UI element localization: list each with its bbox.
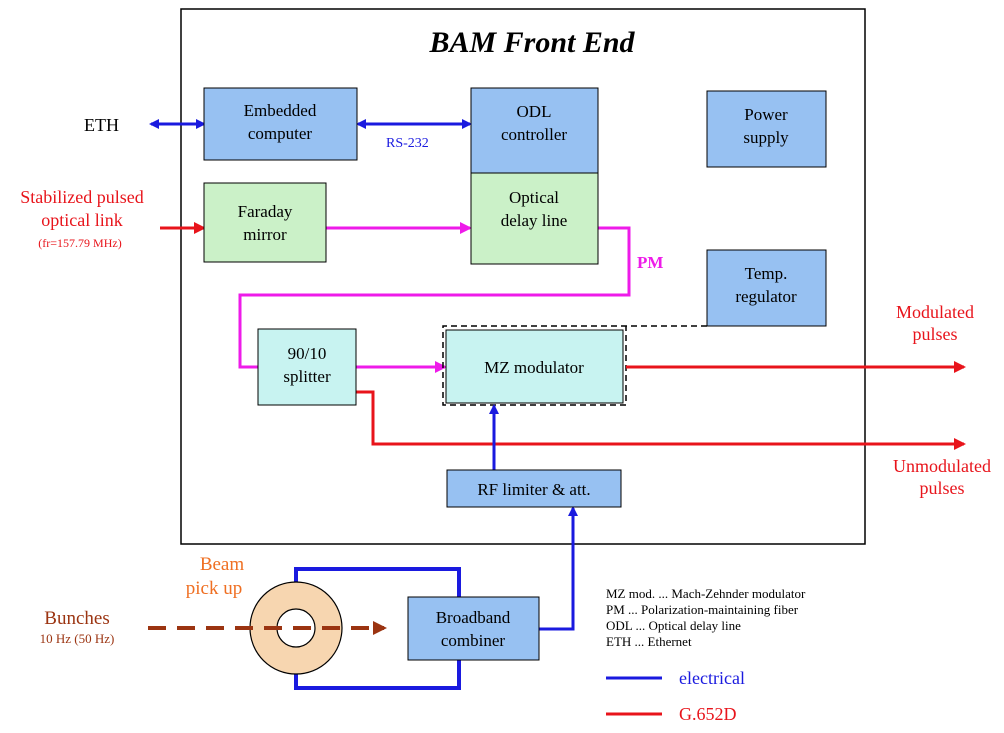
power-supply-label-2: supply — [743, 128, 789, 147]
broadband-combiner-label-1: Broadband — [436, 608, 511, 627]
stabilized-label-2: optical link — [41, 210, 122, 230]
mz-modulator-block: MZ modulator — [445, 329, 624, 404]
embedded-computer-label-2: computer — [248, 124, 313, 143]
eth-label: ETH — [84, 115, 119, 135]
odl-controller-label-2: controller — [501, 125, 567, 144]
power-supply-label-1: Power — [744, 105, 788, 124]
splitter-label-2: splitter — [283, 367, 331, 386]
stabilized-label-1: Stabilized pulsed — [20, 187, 143, 207]
legend-electrical-label: electrical — [679, 668, 745, 688]
optical-delay-line-label-1: Optical — [509, 188, 559, 207]
odl-controller-label-1: ODL — [517, 102, 552, 121]
pm-fiber-odl-to-splitter — [238, 226, 631, 369]
bunches-rate: 10 Hz (50 Hz) — [40, 631, 115, 646]
mz-modulator-label: MZ modulator — [484, 358, 584, 377]
glossary-line-2: PM ... Polarization-maintaining fiber — [606, 602, 799, 617]
stabilized-frequency: (fr=157.79 MHz) — [38, 236, 121, 250]
glossary-line-4: ETH ... Ethernet — [606, 634, 692, 649]
broadband-combiner-label-2: combiner — [441, 631, 506, 650]
beam-label-2: pick up — [186, 578, 242, 599]
optical-delay-line-block: Optical delay line — [470, 172, 599, 265]
rf-limiter-block: RF limiter & att. — [446, 469, 622, 508]
beam-label-1: Beam — [200, 554, 245, 575]
optical-delay-line-label-2: delay line — [501, 211, 568, 230]
unmodulated-output — [356, 390, 966, 450]
temp-control-link — [442, 325, 707, 406]
pm-label: PM — [637, 253, 663, 272]
embedded-computer-label-1: Embedded — [244, 101, 317, 120]
power-supply-block: Power supply — [706, 90, 827, 168]
faraday-mirror-label-1: Faraday — [238, 202, 293, 221]
faraday-mirror-block: Faraday mirror — [203, 182, 327, 263]
modulated-label-1: Modulated — [896, 302, 974, 322]
faraday-mirror-label-2: mirror — [243, 225, 287, 244]
combiner-to-rf-link — [539, 506, 578, 631]
unmodulated-label-1: Unmodulated — [893, 456, 991, 476]
temp-regulator-label-1: Temp. — [745, 264, 788, 283]
modulated-label-2: pulses — [913, 324, 958, 344]
legend-g652d-label: G.652D — [679, 704, 737, 724]
diagram-title: BAM Front End — [428, 26, 635, 59]
splitter-label-1: 90/10 — [288, 344, 327, 363]
temp-regulator-block: Temp. regulator — [706, 249, 827, 327]
glossary-line-1: MZ mod. ... Mach-Zehnder modulator — [606, 586, 806, 601]
rs232-label: RS-232 — [386, 136, 429, 151]
splitter-block: 90/10 splitter — [257, 328, 357, 406]
unmodulated-label-2: pulses — [920, 478, 965, 498]
rf-limiter-label: RF limiter & att. — [477, 480, 590, 499]
embedded-computer-block: Embedded computer — [203, 87, 358, 161]
glossary-line-3: ODL ... Optical delay line — [606, 618, 741, 633]
odl-controller-block: ODL controller — [470, 87, 599, 174]
bunches-label: Bunches — [44, 608, 109, 629]
broadband-combiner-block: Broadband combiner — [407, 596, 540, 661]
temp-regulator-label-2: regulator — [735, 287, 797, 306]
